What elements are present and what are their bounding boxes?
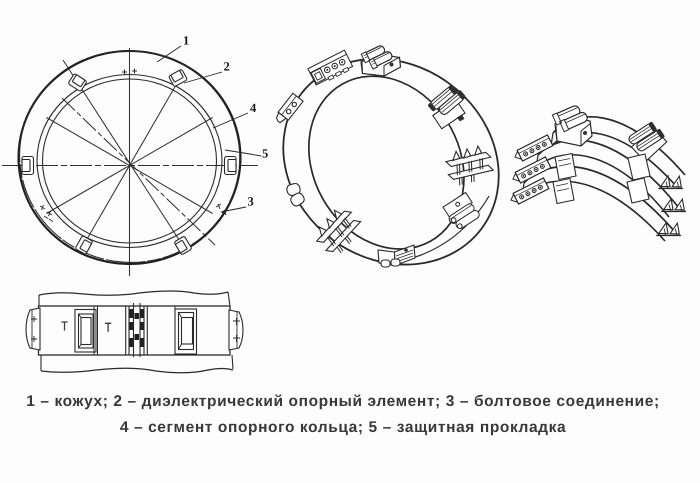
svg-text:3: 3 [248, 195, 254, 209]
svg-text:1: 1 [183, 34, 189, 48]
svg-text:5: 5 [262, 147, 268, 161]
svg-text:4: 4 [250, 101, 257, 115]
svg-text:2: 2 [224, 60, 230, 74]
